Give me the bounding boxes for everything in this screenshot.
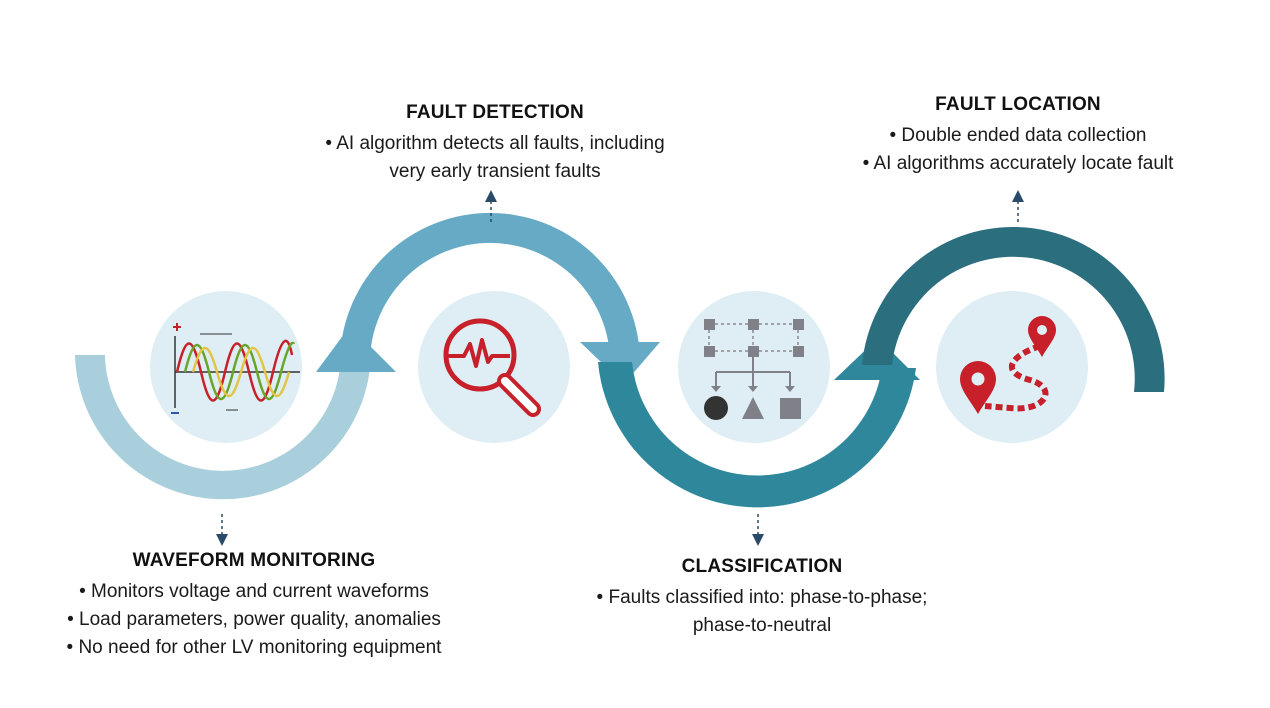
stage-bullet: • Double ended data collection	[889, 125, 1147, 146]
stage-bullet: • No need for other LV monitoring equipm…	[66, 637, 442, 658]
classification-tree-icon	[704, 319, 804, 420]
stage-title: WAVEFORM MONITORING	[132, 550, 376, 571]
stage-fault-location: FAULT LOCATION • Double ended data colle…	[808, 94, 1228, 178]
map-route-pins-icon	[960, 316, 1056, 414]
stage-text-line: phase-to-neutral	[692, 615, 832, 636]
stage-text-line: very early transient faults	[389, 161, 601, 182]
stage-text-line: • Faults classified into: phase-to-phase…	[596, 587, 928, 608]
stage-title: FAULT DETECTION	[406, 102, 584, 123]
stage-fault-detection: FAULT DETECTION • AI algorithm detects a…	[270, 102, 720, 186]
stage-bullet: • Monitors voltage and current waveforms	[79, 581, 429, 602]
stage-bullet: • AI algorithms accurately locate fault	[862, 153, 1174, 174]
stage-title: FAULT LOCATION	[935, 94, 1101, 115]
icon-circle-detection	[418, 291, 570, 443]
magnifier-pulse-icon	[443, 318, 541, 417]
flow-arc-location	[862, 226, 1165, 392]
stage-waveform-monitoring: WAVEFORM MONITORING • Monitors voltage a…	[10, 550, 498, 662]
stage-title: CLASSIFICATION	[681, 556, 843, 577]
stage-classification: CLASSIFICATION • Faults classified into:…	[542, 556, 982, 640]
stage-bullet: • Load parameters, power quality, anomal…	[67, 609, 441, 630]
stage-text-line: • AI algorithm detects all faults, inclu…	[325, 133, 665, 154]
waveform-plot-icon	[171, 323, 300, 414]
